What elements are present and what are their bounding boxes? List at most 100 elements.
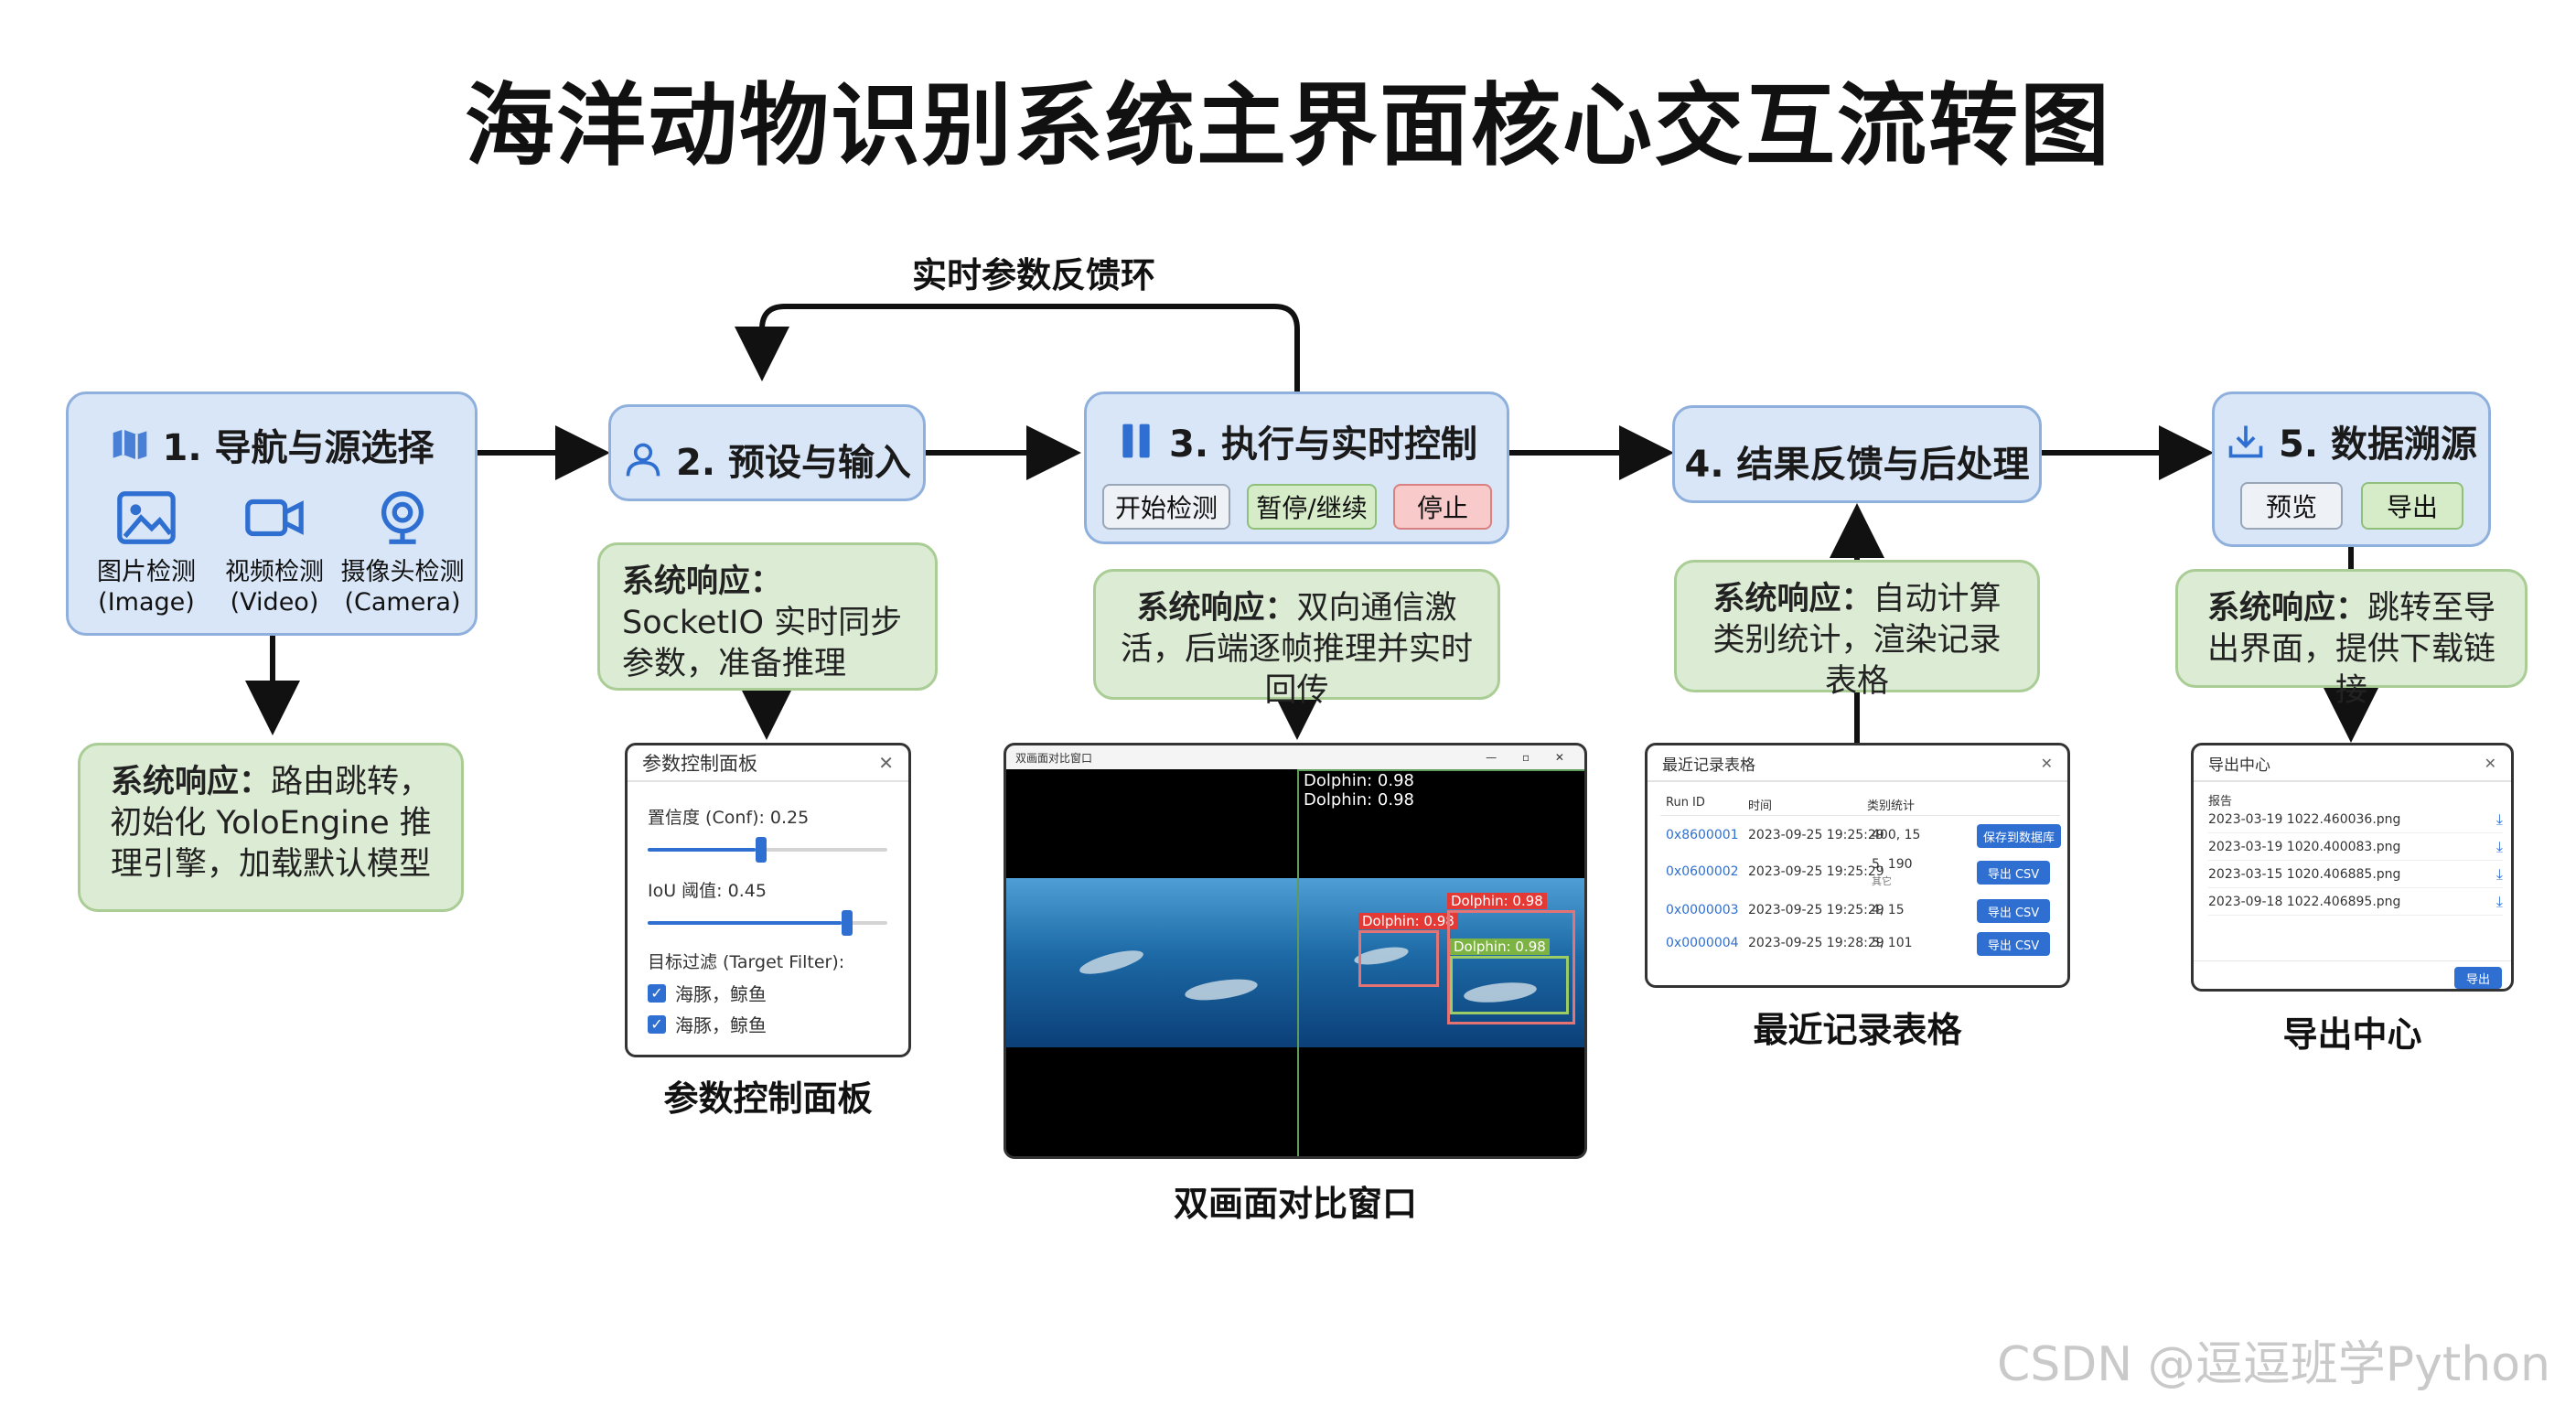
source-label: 图片检测: [97, 558, 196, 586]
panel-title: 参数控制面板: [642, 753, 757, 775]
source-camera-detect[interactable]: 摄像头检测 (Camera): [338, 486, 467, 617]
download-icon[interactable]: ⤓: [2496, 837, 2503, 855]
map-icon: [113, 429, 146, 460]
filter-label: 海豚，鲸鱼: [675, 1014, 767, 1036]
response-prefix: 系统响应：: [110, 764, 271, 800]
records-table-window: 最近记录表格 ✕ Run ID 时间 类别统计 0x8600001 2023-0…: [1645, 743, 2070, 988]
overlay-label: Dolphin: 0.98: [1304, 771, 1414, 790]
overlay-label: Dolphin: 0.98: [1304, 790, 1414, 810]
filter-label: 海豚，鲸鱼: [675, 983, 767, 1005]
checkbox-checked-icon: ✓: [648, 1014, 666, 1034]
conf-slider-thumb[interactable]: [756, 837, 767, 863]
file-name: 2023-03-19 1022.460036.png: [2208, 811, 2401, 827]
compare-window: 双画面对比窗口 — ▫ ✕ Dolphin: 0.98 Dolphin: 0.9…: [1004, 743, 1587, 1159]
column-header: 类别统计: [1867, 799, 1916, 813]
step-result-feedback: 4. 结果反馈与后处理: [1672, 405, 2042, 503]
column-header: 时间: [1748, 799, 1773, 813]
window-title: 双画面对比窗口: [1015, 751, 1093, 765]
export-file-row[interactable]: 2023-09-18 1022.406895.png ⤓: [2208, 888, 2503, 916]
video-camera-icon: [245, 499, 304, 537]
column-header: Run ID: [1666, 796, 1705, 810]
export-csv-button[interactable]: 导出 CSV: [1977, 932, 2050, 956]
right-frame-outline: [1297, 769, 1584, 1156]
response-prefix: 系统响应：: [1712, 581, 1873, 617]
feedback-loop-label: 实时参数反馈环: [911, 255, 1155, 295]
download-icon[interactable]: ⤓: [2496, 892, 2503, 910]
file-name: 2023-03-19 1020.400083.png: [2208, 839, 2401, 854]
step-navigation-source: 1. 导航与源选择 图片检测 (Image) 视频检测 (Video) 摄像头检…: [66, 391, 478, 636]
caption-param-panel: 参数控制面板: [663, 1078, 873, 1119]
export-csv-button[interactable]: 导出 CSV: [1977, 861, 2050, 885]
close-icon[interactable]: ✕: [2484, 754, 2496, 772]
image-icon: [117, 491, 176, 544]
pause-resume-button[interactable]: 暂停/继续: [1247, 484, 1377, 530]
export-button[interactable]: 导出: [2361, 482, 2463, 530]
response-prefix: 系统响应：: [1136, 590, 1297, 627]
download-icon: [2228, 425, 2263, 458]
webcam-icon: [381, 491, 424, 544]
run-id-link[interactable]: 0x0000003: [1666, 903, 1739, 917]
download-icon[interactable]: ⤓: [2496, 810, 2503, 828]
param-panel-window: 参数控制面板 ✕ 置信度 (Conf): 0.25 IoU 阈值: 0.45 目…: [625, 743, 911, 1057]
step-title: 2. 预设与输入: [676, 442, 911, 484]
conf-slider[interactable]: [648, 837, 887, 863]
table-cell: 5, 101: [1872, 936, 1913, 950]
run-id-link[interactable]: 0x0600002: [1666, 864, 1739, 879]
file-name: 2023-03-15 1020.406885.png: [2208, 866, 2401, 882]
table-cell: 400, 15: [1872, 828, 1921, 842]
response-step3: 系统响应：双向通信激活，后端逐帧推理并实时回传: [1093, 569, 1500, 709]
response-prefix: 系统响应：: [2206, 590, 2367, 627]
start-detect-button[interactable]: 开始检测: [1102, 484, 1230, 530]
close-icon[interactable]: ✕: [878, 752, 894, 774]
run-id-link[interactable]: 0x0000004: [1666, 936, 1739, 950]
checkbox-checked-icon: ✓: [648, 983, 666, 1003]
iou-slider-fill: [648, 921, 842, 925]
response-step5: 系统响应：跳转至导出界面，提供下载链接: [2175, 569, 2528, 709]
file-name: 2023-09-18 1022.406895.png: [2208, 894, 2401, 909]
source-sub-label: (Camera): [344, 588, 461, 617]
iou-slider[interactable]: [648, 910, 887, 936]
source-image-detect[interactable]: 图片检测 (Image): [82, 486, 210, 617]
window-controls[interactable]: — ▫ ✕: [1486, 751, 1575, 764]
download-icon[interactable]: ⤓: [2496, 864, 2503, 883]
pause-bars-icon: [1122, 424, 1150, 458]
response-text: 路由跳转，初始化 YoloEngine 推理引擎，加载默认模型: [110, 764, 432, 883]
close-icon[interactable]: ✕: [2040, 754, 2053, 772]
step-execute-control: 3. 执行与实时控制 开始检测 暂停/继续 停止: [1084, 391, 1509, 544]
dolphins-illustration: [1079, 947, 1537, 1003]
save-to-db-button[interactable]: 保存到数据库: [1977, 824, 2061, 848]
table-cell: 5, 190: [1872, 857, 1913, 872]
export-file-row[interactable]: 2023-03-19 1020.400083.png ⤓: [2208, 833, 2503, 861]
stop-button[interactable]: 停止: [1393, 484, 1492, 530]
table-cell: 2023-09-25 19:28:29: [1748, 936, 1884, 950]
run-id-link[interactable]: 0x8600001: [1666, 828, 1739, 842]
export-csv-button[interactable]: 导出 CSV: [1977, 899, 2050, 923]
response-text: 双向通信激活，后端逐帧推理并实时回传: [1120, 590, 1473, 709]
export-file-row[interactable]: 2023-03-19 1022.460036.png ⤓: [2208, 806, 2503, 833]
conf-label: 置信度 (Conf): 0.25: [648, 808, 810, 828]
table-cell: 2023-09-25 19:25:29: [1748, 903, 1884, 917]
source-label: 视频检测: [225, 558, 324, 586]
detection-box: Dolphin: 0.98: [1450, 938, 1569, 1014]
iou-slider-thumb[interactable]: [842, 910, 853, 936]
step-title: 4. 结果反馈与后处理: [1684, 444, 2030, 486]
export-file-row[interactable]: 2023-03-15 1020.406885.png ⤓: [2208, 861, 2503, 888]
filter-checkbox[interactable]: ✓ 海豚，鲸鱼: [648, 980, 767, 1006]
user-icon: [626, 443, 660, 477]
panel-title: 最近记录表格: [1662, 756, 1755, 775]
export-confirm-button[interactable]: 导出: [2454, 967, 2502, 989]
source-sub-label: (Video): [230, 588, 319, 617]
table-cell: 2023-09-25 19:25:29: [1748, 828, 1884, 842]
panel-title: 导出中心: [2208, 756, 2270, 775]
response-text: 自动计算类别统计，渲染记录表格: [1712, 581, 2002, 700]
table-cell: 4, 15: [1872, 903, 1905, 917]
response-text: SocketIO 实时同步参数，准备推理: [622, 605, 903, 682]
table-cell: 2023-09-25 19:25:29: [1748, 864, 1884, 879]
detection-box: Dolphin: 0.98: [1447, 893, 1575, 1024]
feedback-loop-arrow: [735, 304, 1300, 391]
source-video-detect[interactable]: 视频检测 (Video): [210, 486, 338, 617]
filter-checkbox[interactable]: ✓ 海豚，鲸鱼: [648, 1011, 767, 1037]
watermark: CSDN @逗逗班学Python: [1996, 1337, 2550, 1392]
preview-button[interactable]: 预览: [2240, 482, 2343, 530]
